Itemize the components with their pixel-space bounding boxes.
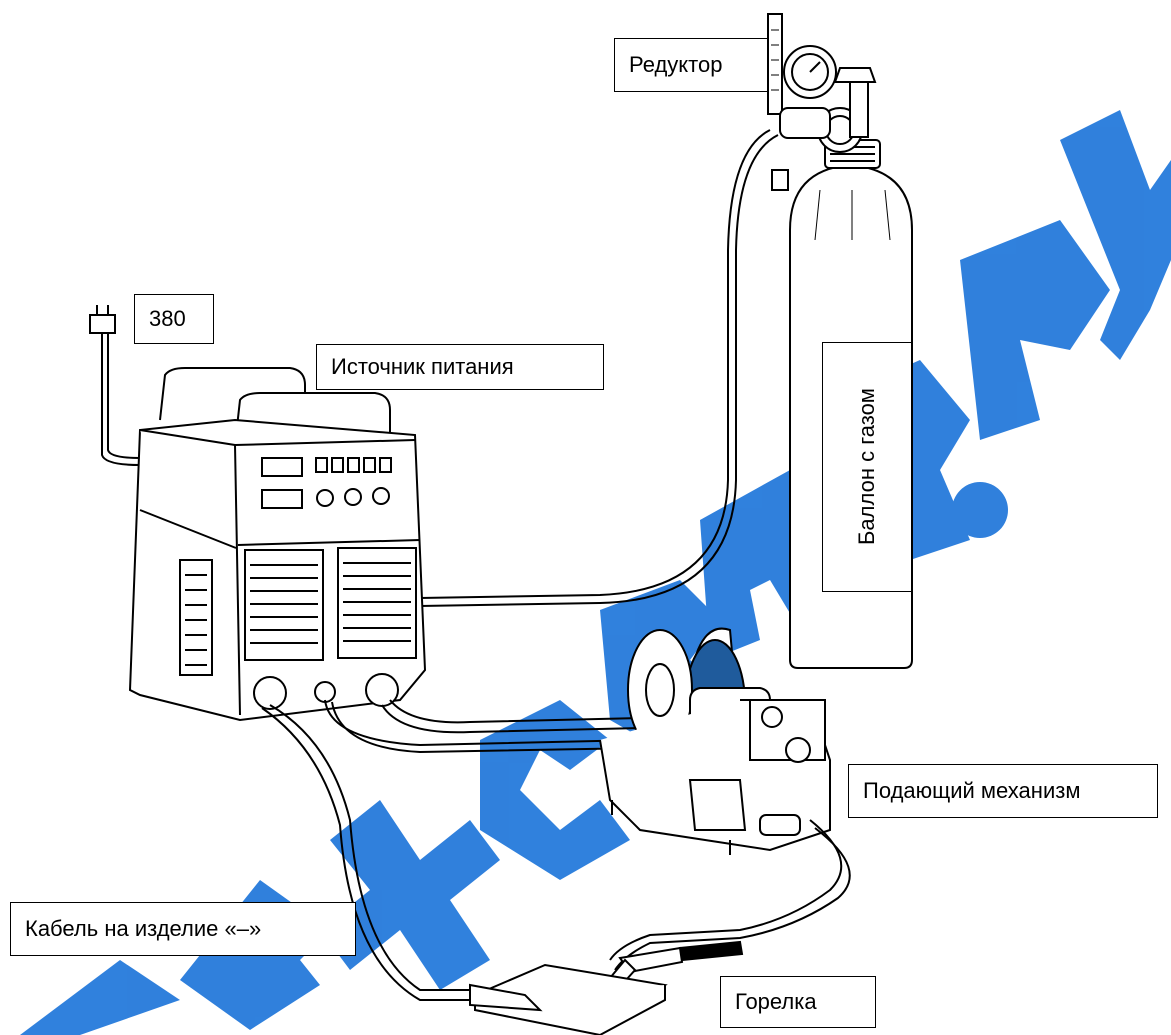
watermark-letter-x — [320, 800, 500, 990]
power-source — [130, 368, 425, 720]
label-voltage: 380 — [134, 294, 214, 344]
watermark-letter-s — [20, 960, 180, 1035]
watermark-letter-p — [960, 220, 1110, 440]
label-reducer: Редуктор — [614, 38, 768, 92]
label-wire-feeder: Подающий механизм — [848, 764, 1158, 818]
workpiece — [470, 965, 665, 1035]
label-torch: Горелка — [720, 976, 876, 1028]
watermark-dot — [952, 482, 1008, 538]
label-gas-cylinder: Баллон с газом — [822, 342, 912, 592]
label-work-cable: Кабель на изделие «–» — [10, 902, 356, 956]
label-power-source: Источник питания — [316, 344, 604, 390]
power-cord — [90, 305, 140, 465]
